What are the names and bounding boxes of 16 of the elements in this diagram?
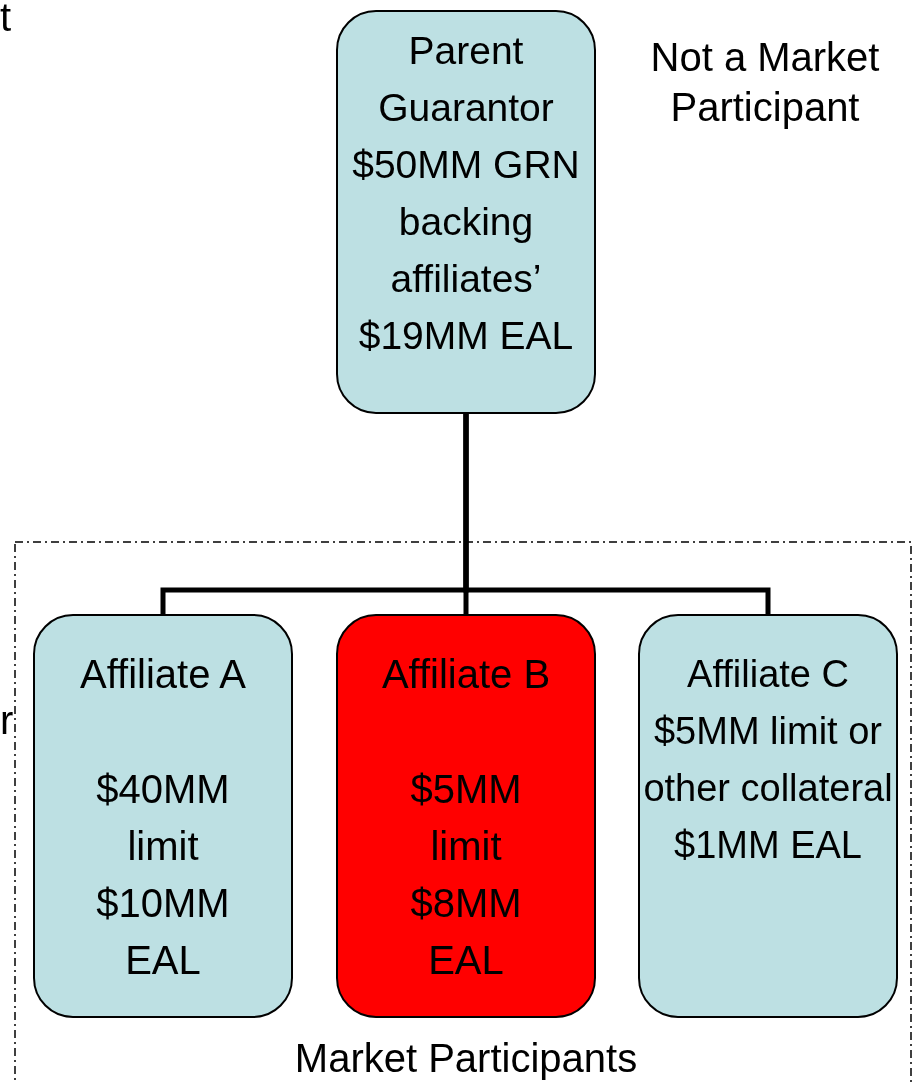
box-heading: Affiliate A [78,651,247,698]
connector-line [463,414,771,614]
region-label: Market Participants [293,1035,639,1082]
note-text: t [0,0,12,41]
box-heading: Parent Guarantor $50MM GRN backing affiliates’ $19MM EAL [351,28,581,359]
note-text: r [0,697,14,744]
entity-box [336,614,596,1018]
box-heading: Affiliate C $5MM limit or other collateral $1MM EAL [642,652,894,868]
entity-box [638,614,898,1018]
box-heading: Affiliate B [380,651,552,698]
entity-box [33,614,293,1018]
note-text: Not a Market Participant [649,34,881,131]
group-region [14,541,912,1084]
box-text: $5MM limit $8MM EAL [409,766,523,984]
box-text: $40MM limit $10MM EAL [95,766,231,984]
entity-box [336,10,596,414]
